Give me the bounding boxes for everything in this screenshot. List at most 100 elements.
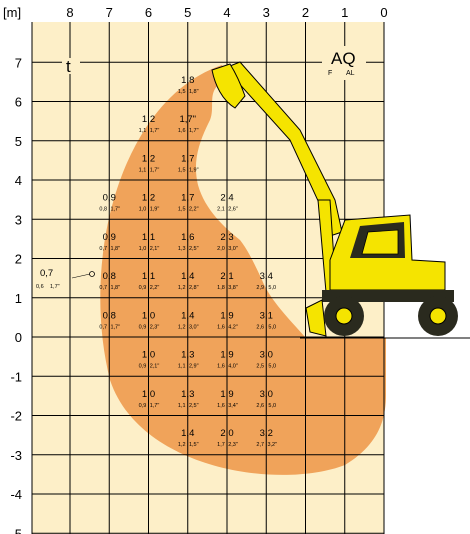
load-sub-left: 1,1 <box>139 167 147 173</box>
load-main-value: 1,4 <box>181 310 194 321</box>
load-sub-right: 1,8" <box>110 246 120 252</box>
load-sub-right: 3,0" <box>228 246 238 252</box>
x-tick-label: 3 <box>263 5 270 20</box>
load-sub-left: 1,0 <box>139 246 147 252</box>
load-sub-right: 1,9" <box>189 167 199 173</box>
load-sub-left: 1,3 <box>178 246 186 252</box>
load-sub-left: 1,5 <box>178 89 186 95</box>
load-sub-right: 1,7" <box>110 324 120 330</box>
x-tick-label: 2 <box>302 5 309 20</box>
y-tick-label: 1 <box>15 291 22 306</box>
mode-sub-left: F <box>328 70 332 77</box>
load-sub-right: 2,5" <box>189 403 199 409</box>
load-sub-right: 1,8" <box>189 89 199 95</box>
load-main-value: 1,9 <box>220 350 233 361</box>
load-main-value: 3,0 <box>260 350 273 361</box>
load-sub-right: 3,4" <box>228 403 238 409</box>
load-main-value: 1,8 <box>181 75 194 86</box>
bucket <box>211 63 246 109</box>
load-sub-right: 2,1" <box>150 364 160 370</box>
load-main-value: 0,8 <box>103 271 116 282</box>
load-sub-left: 2,6 <box>256 324 264 330</box>
load-main-value: 3,0 <box>260 389 273 400</box>
load-main-value: 1,4 <box>181 428 194 439</box>
load-sub-right: 1,7" <box>150 167 160 173</box>
front-hub <box>335 307 353 325</box>
x-tick-label: 0 <box>380 5 387 20</box>
load-sub-left: 1,6 <box>217 364 225 370</box>
chassis <box>322 290 454 302</box>
x-tick-label: 4 <box>223 5 230 20</box>
load-main-value: 1,6 <box>181 232 194 243</box>
load-main-value: 0,8 <box>103 310 116 321</box>
load-sub-left: 1,6 <box>217 403 225 409</box>
load-sub-right: 3,8" <box>228 285 238 291</box>
load-sub-left: 1,5 <box>178 167 186 173</box>
load-sub-left: 1,1 <box>139 128 147 134</box>
load-sub-left: 2,0 <box>217 246 225 252</box>
load-main-value: 1,7 <box>181 193 194 204</box>
mode-label: AQ <box>331 49 356 68</box>
grid-lines <box>31 22 385 534</box>
outside-point: 0,7 0,6 1,7" <box>36 268 95 290</box>
load-main-value: 1,0 <box>142 389 155 400</box>
load-sub-right: 5,0 <box>268 285 276 291</box>
y-tick-label: 3 <box>15 212 22 227</box>
load-main-value: 1,1 <box>142 232 155 243</box>
load-sub-right: 1,7" <box>150 403 160 409</box>
y-tick-label: -2 <box>10 409 22 424</box>
x-tick-label: 7 <box>106 5 113 20</box>
load-main-value: 1,3 <box>181 350 194 361</box>
load-sub-right: 5,0 <box>268 324 276 330</box>
load-main-value: 1,2 <box>142 193 155 204</box>
x-tick-label: 5 <box>184 5 191 20</box>
load-sub-left: 0,9 <box>139 364 147 370</box>
load-sub-right: 2,1" <box>150 246 160 252</box>
load-main-value: 2,3 <box>220 232 233 243</box>
load-sub-right: 1,7" <box>189 128 199 134</box>
load-main-value: 2,1 <box>220 271 233 282</box>
load-main-value: 1,1 <box>142 271 155 282</box>
load-sub-right: 5,0 <box>268 403 276 409</box>
dozer-blade <box>305 299 327 337</box>
load-sub-right: 2,9" <box>189 364 199 370</box>
outside-point-main: 0,7 <box>40 268 53 279</box>
load-sub-right: 3,2" <box>267 442 277 448</box>
y-tick-label: 5 <box>15 134 22 149</box>
y-tick-label: 0 <box>15 330 22 345</box>
load-sub-right: 2,6" <box>228 207 238 213</box>
load-sub-right: 3,0" <box>189 324 199 330</box>
load-sub-left: 1,2 <box>178 324 186 330</box>
load-main-value: 1,2 <box>142 153 155 164</box>
load-main-value: 1,9 <box>220 310 233 321</box>
load-sub-right: 5,0 <box>268 364 276 370</box>
y-tick-label: -4 <box>10 487 22 502</box>
load-main-value: 1,0 <box>142 350 155 361</box>
load-sub-right: 1,9" <box>150 207 160 213</box>
y-tick-label: -3 <box>10 448 22 463</box>
load-main-value: 1,9 <box>220 389 233 400</box>
